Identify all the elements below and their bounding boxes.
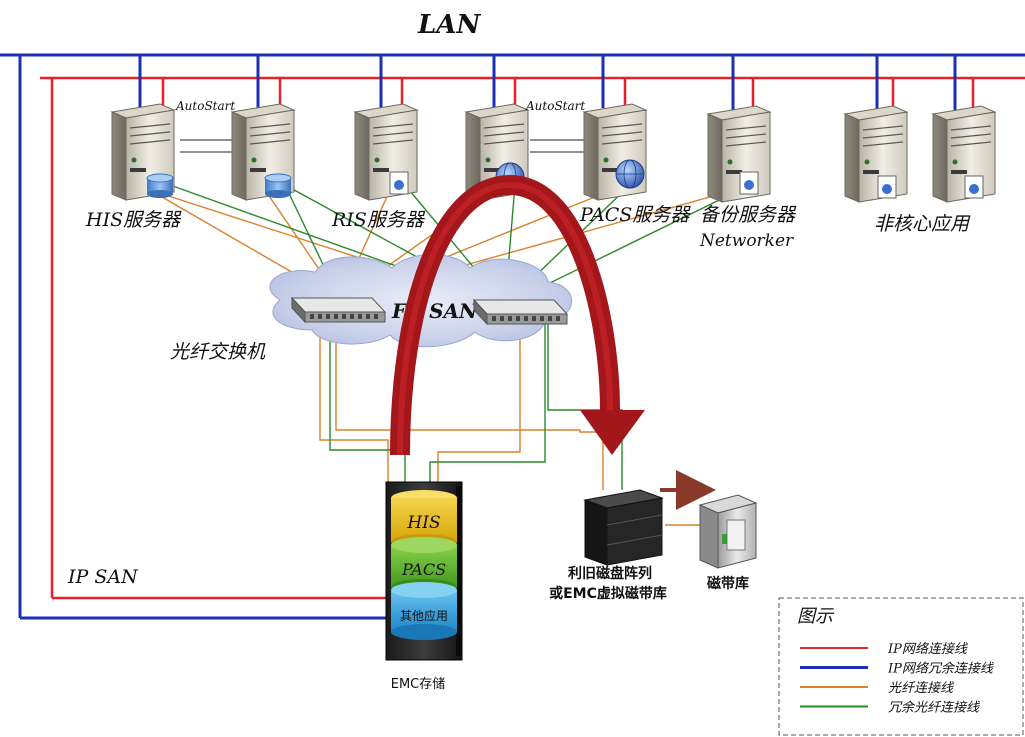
storage-fiber-links bbox=[319, 322, 700, 526]
ris-server-label: RIS服务器 bbox=[331, 209, 426, 231]
autostart-label-left: AutoStart bbox=[175, 99, 235, 113]
legend-label-4: 冗余光纤连接线 bbox=[888, 700, 980, 716]
his-server-label: HIS服务器 bbox=[85, 209, 182, 231]
doc-icon-backup bbox=[739, 171, 759, 195]
noncore-app-label: 非核心应用 bbox=[874, 213, 971, 235]
fc-switch-label: 光纤交换机 bbox=[170, 341, 266, 363]
backup-software-label: Networker bbox=[699, 231, 794, 251]
pacs-server-label: PACS服务器 bbox=[579, 204, 691, 226]
emc-storage-cabinet bbox=[385, 481, 463, 661]
server-noncore-2 bbox=[931, 105, 997, 203]
server-ip-drops bbox=[161, 78, 975, 110]
old-array-label-2: 或EMC虚拟磁带库 bbox=[549, 585, 667, 602]
backup-server-label: 备份服务器 bbox=[700, 204, 797, 226]
lan-label: LAN bbox=[417, 10, 481, 40]
old-disk-array bbox=[583, 489, 664, 566]
server-lan-drops bbox=[138, 55, 957, 110]
emc-layer-pacs: PACS bbox=[401, 560, 446, 579]
doc-icon-noncore-2 bbox=[964, 175, 984, 199]
globe-icon-2 bbox=[615, 159, 645, 189]
emc-layer-other: 其他应用 bbox=[400, 608, 448, 623]
data-migration-arc bbox=[390, 174, 645, 456]
tape-library-label: 磁带库 bbox=[707, 575, 749, 592]
old-array-label-1: 利旧磁盘阵列 bbox=[568, 565, 652, 582]
autostart-label-right: AutoStart bbox=[525, 99, 585, 113]
legend-title: 图示 bbox=[797, 606, 835, 627]
server-noncore-1 bbox=[843, 105, 909, 203]
his-db-icon-2 bbox=[264, 173, 292, 198]
emc-storage-label: EMC存储 bbox=[391, 677, 446, 692]
legend-label-1: IP网络连接线 bbox=[887, 641, 968, 657]
fc-switch-right bbox=[472, 298, 569, 326]
ip-san-label: IP SAN bbox=[67, 566, 139, 588]
legend-label-3: 光纤连接线 bbox=[888, 681, 954, 696]
ip-san-backbone bbox=[40, 76, 1025, 600]
legend-label-2: IP网络冗余连接线 bbox=[887, 661, 994, 677]
server-backup bbox=[706, 105, 772, 203]
emc-layer-his: HIS bbox=[406, 513, 440, 533]
lan-backbone bbox=[0, 53, 1025, 620]
doc-icon-ris bbox=[389, 171, 409, 195]
his-db-icon bbox=[146, 173, 174, 198]
doc-icon-noncore-1 bbox=[877, 175, 897, 199]
fc-switch-left bbox=[290, 296, 387, 324]
cluster-links bbox=[180, 139, 586, 153]
tape-library bbox=[698, 494, 758, 569]
